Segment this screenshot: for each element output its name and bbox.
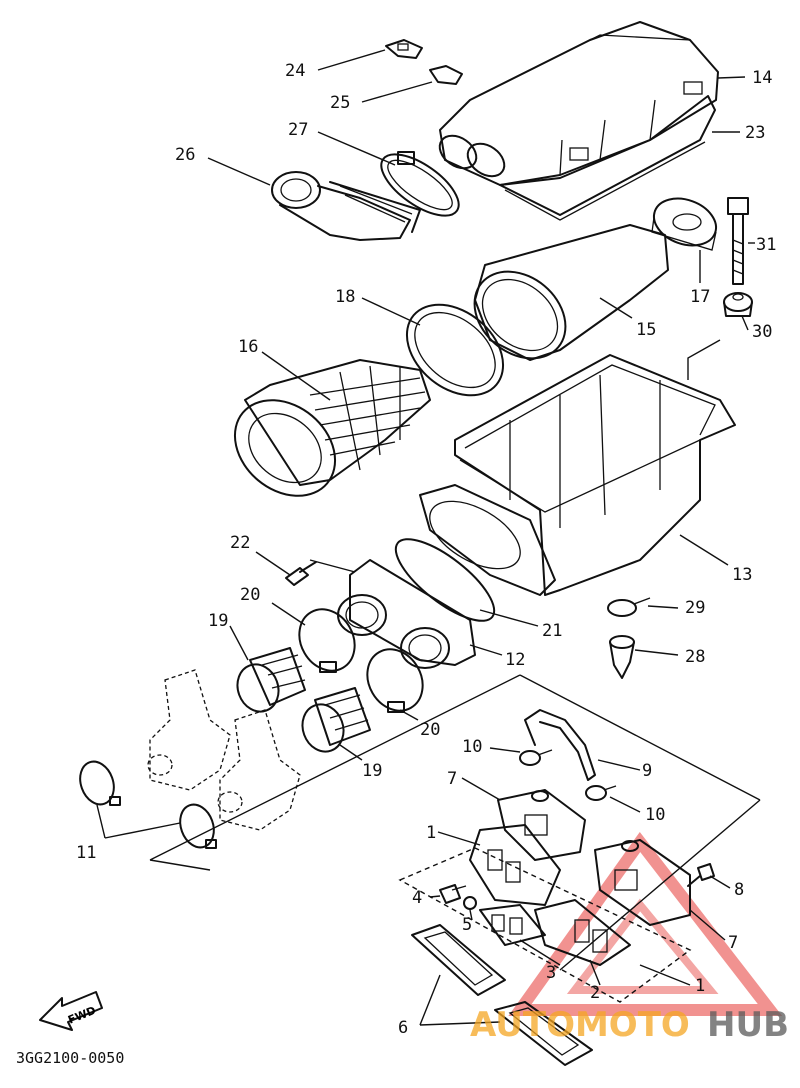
clip-10-lower [585,785,617,801]
callout-15: 15 [636,320,656,340]
callout-28: 28 [685,647,705,667]
watermark-part2: HUB [707,1005,789,1045]
callout-2: 2 [590,983,600,1003]
air-filter-element [473,224,669,361]
reed-valve-7-upper [497,789,586,861]
leader-lines [96,49,755,1026]
screw-8 [687,863,715,887]
callout-27: 27 [288,120,308,140]
callout-12: 12 [505,650,525,670]
carburetor-outline [147,669,301,831]
callout-4: 4 [412,888,422,908]
intake-joint [271,171,421,241]
drain-cap-28 [609,635,635,679]
callout-20a: 20 [240,585,260,605]
callout-11: 11 [76,843,96,863]
callout-31: 31 [756,235,776,255]
callout-19b: 19 [362,761,382,781]
clamp-20-lower [366,648,424,713]
callout-1b: 1 [695,976,705,996]
air-box-case [419,354,736,596]
callout-10a: 10 [462,737,482,757]
band-27 [380,151,460,217]
hose-9 [524,709,596,781]
sub-assembly-frame [149,674,761,1003]
callout-5: 5 [462,915,472,935]
callout-24: 24 [285,61,305,81]
callout-20b: 20 [420,720,440,740]
callout-21: 21 [542,621,562,641]
callout-9: 9 [642,761,652,781]
fwd-arrow: FWD [39,991,103,1031]
clip-24 [385,39,423,59]
collar-30 [723,292,753,317]
callout-7b: 7 [728,933,738,953]
callout-29: 29 [685,598,705,618]
joint-19-upper [236,647,306,713]
callout-16: 16 [238,337,258,357]
callout-26: 26 [175,145,195,165]
joint-19-lower [301,687,371,753]
carburetor-joint [337,559,476,669]
gasket-6-right [494,1001,593,1066]
callout-1a: 1 [426,823,436,843]
callout-18: 18 [335,287,355,307]
callout-14: 14 [752,68,772,88]
screw-4 [439,884,467,904]
watermark-text: AUTOMOTO HUB [470,1005,789,1045]
callout-17: 17 [690,287,710,307]
bolt-31 [727,197,749,285]
clamp-11-upper [79,760,121,806]
callout-7a: 7 [447,769,457,789]
filter-band-18 [405,303,505,397]
reed-3 [479,904,546,946]
callout-30: 30 [752,322,772,342]
reed-case-1 [469,824,561,906]
callout-23: 23 [745,123,765,143]
callout-19a: 19 [208,611,228,631]
reed-valve-7-lower [594,839,691,926]
callout-25: 25 [330,93,350,113]
watermark-part1: AUTOMOTO [470,1005,690,1045]
callout-8: 8 [734,880,744,900]
callout-10b: 10 [645,805,665,825]
clamp-29 [607,597,651,617]
screw-22 [285,561,317,586]
clamp-11-lower [179,803,217,849]
clip-10-upper [519,749,553,766]
clamp-20-upper [298,608,356,673]
filter-guide [233,359,431,497]
callout-labels: 24 25 27 26 14 23 31 17 18 15 30 16 22 1… [76,61,776,1038]
clip-25 [429,65,463,85]
callout-22: 22 [230,533,250,553]
callout-13: 13 [732,565,752,585]
callout-6: 6 [398,1018,408,1038]
gasket-6-left [411,924,506,996]
stopper-2 [534,899,631,966]
diagram-code: 3GG2100-0050 [16,1049,124,1067]
air-box-cover [438,21,719,186]
washer-5 [463,896,477,910]
fwd-label: FWD [66,1004,98,1027]
grommet-17 [651,197,717,251]
cover-seal [499,95,716,221]
callout-3: 3 [546,963,556,983]
